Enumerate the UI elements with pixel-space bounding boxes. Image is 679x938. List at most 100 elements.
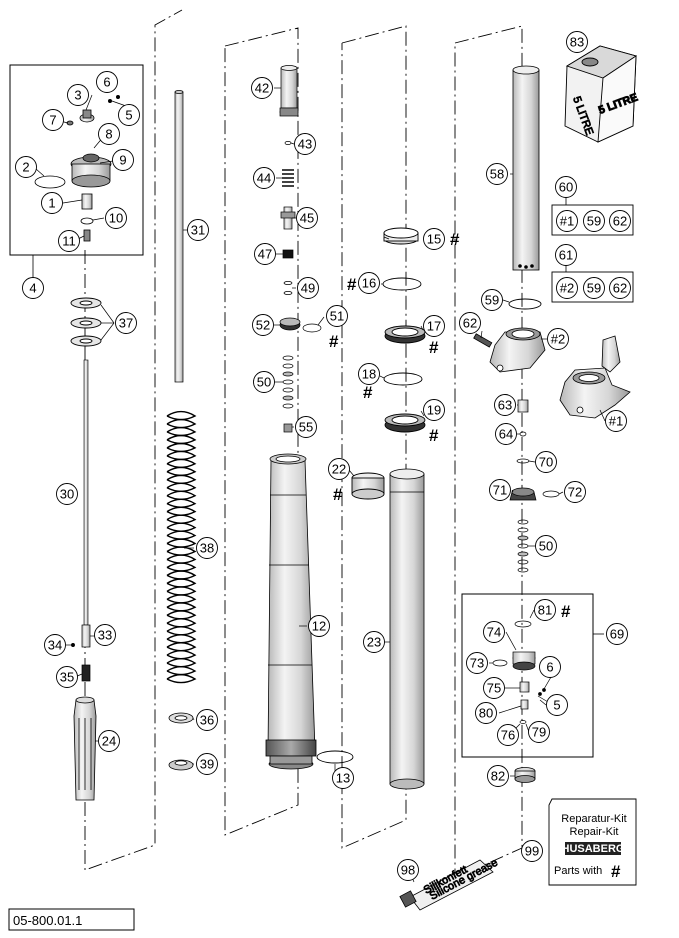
callout-label: 36 xyxy=(200,713,214,728)
callout-circle xyxy=(556,210,578,232)
callout-circle xyxy=(495,423,517,445)
damper-stack xyxy=(279,65,322,433)
callout-label: 63 xyxy=(498,398,512,413)
callout-c63: 63 xyxy=(494,394,516,416)
callout-label: 23 xyxy=(367,635,381,650)
hash-mark: # xyxy=(429,426,439,445)
callout-label: 80 xyxy=(479,706,493,721)
callout-circle xyxy=(98,123,120,145)
repair-kit-brand-logo: HUSABERG xyxy=(562,843,625,855)
callout-label: 42 xyxy=(255,81,269,96)
callout-circle xyxy=(96,71,118,93)
inner-tube-23 xyxy=(389,468,425,790)
callout-c15: 15 xyxy=(423,228,445,250)
repair-kit-line2: Repair-Kit xyxy=(570,826,619,838)
spring-coil xyxy=(166,522,197,532)
diagram-code: 05-800.01.1 xyxy=(13,913,82,928)
callout-label: 74 xyxy=(487,625,501,640)
spring-coil xyxy=(166,530,197,540)
callout-c55: 55 xyxy=(295,416,317,438)
callout-circle xyxy=(486,163,508,185)
callout-circle xyxy=(497,724,519,746)
spring-coil xyxy=(166,474,197,485)
callout-circle xyxy=(297,277,319,299)
callout-circle xyxy=(521,840,543,862)
callout-circle xyxy=(308,615,330,637)
callout-c59a: 59 xyxy=(481,289,503,311)
callout-circle xyxy=(547,328,569,350)
callout-label: #2 xyxy=(551,332,565,347)
spring-coil xyxy=(166,657,197,668)
callout-circle xyxy=(115,312,137,334)
callout-c44: 44 xyxy=(253,167,275,189)
callout-label: 98 xyxy=(401,863,415,878)
callout-c5a: 5 xyxy=(118,104,140,126)
spring-coil xyxy=(166,650,197,660)
callout-c34: 34 xyxy=(44,634,66,656)
callout-label: 6 xyxy=(103,75,110,90)
callout-circle xyxy=(326,305,348,327)
callout-circle xyxy=(112,149,134,171)
callout-label: 22 xyxy=(332,462,346,477)
callout-label: 73 xyxy=(470,656,484,671)
callout-circle xyxy=(187,219,209,241)
callout-circle xyxy=(609,277,631,299)
callout-label: 4 xyxy=(29,281,36,296)
callout-circle xyxy=(459,312,481,334)
callout-c11: 11 xyxy=(58,230,80,252)
callout-c19: 19 xyxy=(423,399,445,421)
damper-rod-31 xyxy=(174,90,184,383)
callout-c60: 60 xyxy=(555,176,577,198)
callout-label: 33 xyxy=(98,628,112,643)
callout-circle xyxy=(296,207,318,229)
callout-label: 50 xyxy=(257,375,271,390)
callout-label: 61 xyxy=(559,248,573,263)
hash-mark: # xyxy=(363,383,373,402)
callout-c1: 1 xyxy=(41,192,63,214)
callout-label: 18 xyxy=(362,367,376,382)
spring-coil xyxy=(166,610,197,620)
callout-circle xyxy=(423,315,445,337)
callout-circle xyxy=(94,624,116,646)
callout-c43: 43 xyxy=(294,133,316,155)
callout-c61: 61 xyxy=(555,244,577,266)
spring-coil xyxy=(166,442,197,453)
spring-coil xyxy=(166,673,197,684)
callout-circle xyxy=(605,410,627,432)
callout-circle xyxy=(466,652,488,674)
fork-top-cap xyxy=(34,95,127,242)
callout-circle xyxy=(253,371,275,393)
callout-label: 38 xyxy=(200,541,214,556)
callout-label: #2 xyxy=(560,281,574,296)
callout-c31: 31 xyxy=(187,219,209,241)
callout-c82: 82 xyxy=(487,765,509,787)
spring-coil xyxy=(166,538,197,548)
callout-k60c: 62 xyxy=(609,210,631,232)
callout-circle xyxy=(328,458,350,480)
callout-label: 49 xyxy=(301,281,315,296)
callout-c71: 71 xyxy=(489,479,511,501)
spring-coil xyxy=(166,466,197,477)
callout-c7: 7 xyxy=(42,109,64,131)
spring-coil xyxy=(166,618,197,628)
callout-label: 82 xyxy=(491,769,505,784)
outer-tube-12 xyxy=(265,453,317,770)
callout-label: 31 xyxy=(191,223,205,238)
callout-circle xyxy=(22,277,44,299)
fork-clamp-2 xyxy=(473,327,546,373)
callout-c42: 42 xyxy=(251,77,273,99)
spring-coil xyxy=(166,546,197,556)
callout-k61a: #2 xyxy=(556,277,578,299)
callout-k60b: 59 xyxy=(583,210,605,232)
callout-label: 5 xyxy=(125,108,132,123)
callout-circle xyxy=(528,721,550,743)
callout-c6b: 6 xyxy=(539,656,561,678)
callout-circle xyxy=(534,599,556,621)
callout-c37: 37 xyxy=(115,312,137,334)
spring-coil xyxy=(166,514,197,524)
callout-label: 62 xyxy=(613,214,627,229)
callout-c38: 38 xyxy=(196,537,218,559)
callout-label: 17 xyxy=(427,319,441,334)
callout-label: 9 xyxy=(119,153,126,168)
